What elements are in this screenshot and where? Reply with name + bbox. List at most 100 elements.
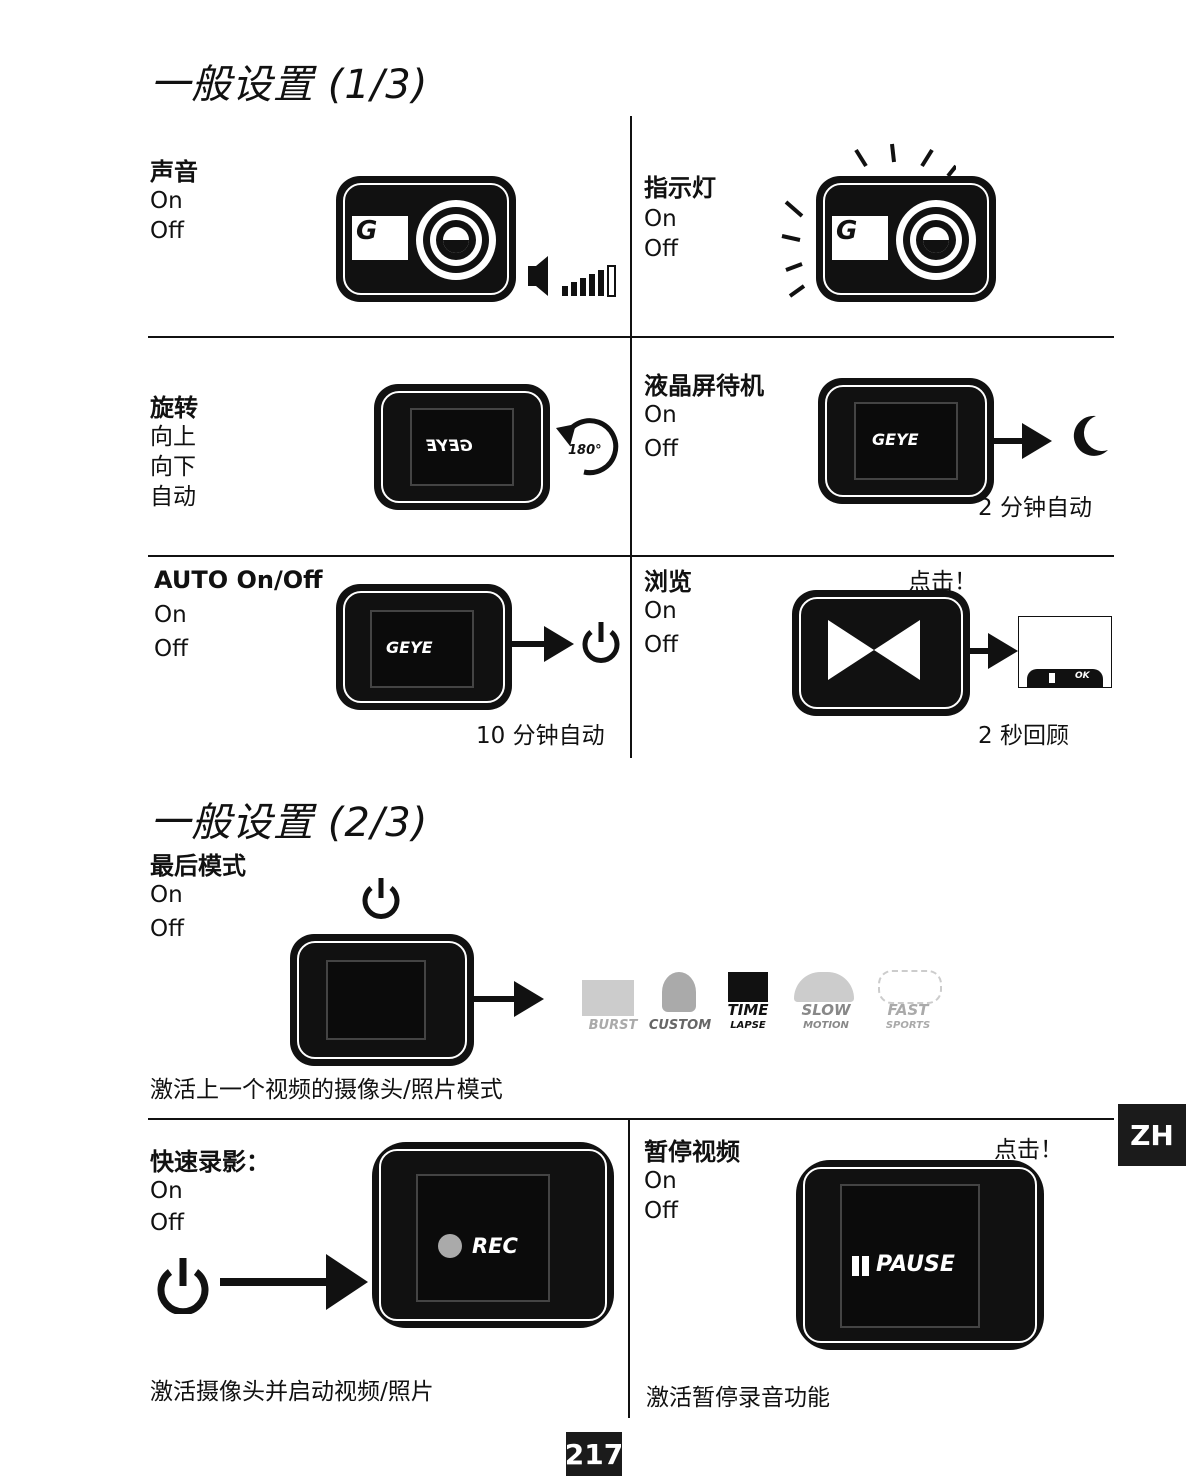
- camera-screen: [820, 612, 928, 694]
- auto-off-note: 10 分钟自动: [476, 716, 605, 750]
- camera-front-sound: G: [336, 176, 516, 302]
- pause-bar-left-icon: [852, 1256, 859, 1276]
- camera-screen: GEYE: [854, 402, 958, 480]
- camera-screen: PAUSE: [840, 1184, 980, 1328]
- moon-icon: [1064, 412, 1110, 458]
- grid-divider-vertical-1: [630, 116, 632, 758]
- arrow-shaft: [994, 438, 1024, 444]
- last-mode-label: 最后模式: [150, 846, 246, 881]
- custom-camera-icon: [662, 972, 696, 1012]
- quick-rec-label: 快速录影：: [150, 1142, 270, 1177]
- pause-bar-right-icon: [862, 1256, 869, 1276]
- rec-dot-icon: [438, 1234, 462, 1258]
- sound-off: Off: [150, 216, 184, 246]
- camera-back-browse: [792, 590, 970, 716]
- arrow-right-icon: [326, 1254, 368, 1310]
- x-cross-icon: [822, 614, 926, 692]
- sound-on: On: [150, 186, 183, 216]
- indicator-label: 指示灯: [644, 168, 716, 203]
- screen-logo-mirrored: GEYE: [426, 436, 473, 455]
- sports-icon: [878, 970, 942, 1004]
- lcd-on: On: [644, 400, 677, 430]
- pause-off: Off: [644, 1196, 678, 1226]
- last-mode-on: On: [150, 880, 183, 910]
- browse-note: 2 秒回顾: [978, 716, 1069, 750]
- power-icon: [154, 1256, 212, 1314]
- screen-logo: GEYE: [386, 638, 433, 657]
- pause-text: PAUSE: [876, 1252, 955, 1277]
- grid-divider-row-1: [148, 336, 1114, 338]
- camera-back-pause: PAUSE: [796, 1160, 1044, 1350]
- lcd-off: Off: [644, 434, 678, 464]
- arrow-right-icon: [1022, 423, 1052, 459]
- screen-logo: GEYE: [872, 430, 919, 449]
- arrow-shaft: [970, 648, 990, 654]
- mode-custom: CUSTOM: [642, 1018, 718, 1033]
- arrow-shaft: [220, 1278, 330, 1286]
- pause-label: 暂停视频: [644, 1132, 740, 1167]
- rotation-label: 旋转: [150, 388, 198, 423]
- browse-off: Off: [644, 630, 678, 660]
- mode-burst: BURST: [578, 1018, 648, 1033]
- browse-on: On: [644, 596, 677, 626]
- section1-title: 一般设置 (1/3): [150, 52, 428, 110]
- playback-bar: OK: [1027, 669, 1103, 687]
- pause-tap: 点击！: [994, 1130, 1063, 1164]
- rotation-down: 向下: [150, 452, 196, 482]
- page-number: 217: [566, 1432, 622, 1476]
- burst-icon: [582, 980, 634, 1016]
- language-tab: ZH: [1118, 1104, 1186, 1166]
- auto-off-on: On: [154, 600, 187, 630]
- camera-screen: GEYE: [370, 610, 474, 688]
- auto-off-label: AUTO On/Off: [154, 566, 323, 594]
- camera-back-quick-rec: REC: [372, 1142, 614, 1328]
- quick-rec-off: Off: [150, 1208, 184, 1238]
- lcd-note: 2 分钟自动: [978, 488, 1092, 522]
- camera-front-indicator: G: [816, 176, 996, 302]
- playback-screen: OK: [1018, 616, 1112, 688]
- grid-divider-row-2: [148, 555, 1114, 557]
- arrow-shaft: [474, 996, 516, 1002]
- arrow-shaft: [512, 641, 546, 647]
- rotation-up: 向上: [150, 422, 196, 452]
- camera-back-auto-off: GEYE: [336, 584, 512, 710]
- power-icon: [580, 620, 622, 664]
- camera-screen: [326, 960, 426, 1040]
- sound-label: 声音: [150, 152, 198, 187]
- quick-rec-caption: 激活摄像头并启动视频/照片: [150, 1372, 434, 1406]
- camera-screen: GEYE: [410, 408, 514, 486]
- camera-back-last-mode: [290, 934, 474, 1066]
- ok-label: OK: [1075, 671, 1090, 681]
- camera-back-rotation: GEYE: [374, 384, 550, 510]
- trash-icon: [1049, 673, 1055, 683]
- grid-divider-row-3: [148, 1118, 1114, 1120]
- brand-logo-icon: G: [352, 216, 408, 246]
- power-icon: [360, 876, 402, 920]
- brand-logo-plate: G: [832, 216, 888, 260]
- brand-logo-icon: G: [832, 216, 888, 246]
- rotation-auto: 自动: [150, 482, 196, 512]
- rec-text: REC: [472, 1234, 518, 1258]
- indicator-on: On: [644, 204, 677, 234]
- pause-on: On: [644, 1166, 677, 1196]
- indicator-off: Off: [644, 234, 678, 264]
- last-mode-off: Off: [150, 914, 184, 944]
- arrow-right-icon: [544, 626, 574, 662]
- speaker-volume-icon: [526, 254, 624, 298]
- auto-off-off: Off: [154, 634, 188, 664]
- pause-caption: 激活暂停录音功能: [646, 1378, 830, 1412]
- arrow-right-icon: [988, 633, 1018, 669]
- lens-icon: [892, 196, 980, 284]
- quick-rec-on: On: [150, 1176, 183, 1206]
- timelapse-icon: [728, 972, 768, 1002]
- camera-back-lcd: GEYE: [818, 378, 994, 504]
- lcd-label: 液晶屏待机: [644, 366, 764, 401]
- grid-divider-vertical-2: [628, 1118, 630, 1418]
- camera-screen: REC: [416, 1174, 550, 1302]
- snail-icon: [794, 972, 854, 1002]
- brand-logo-plate: G: [352, 216, 408, 260]
- last-mode-caption: 激活上一个视频的摄像头/照片模式: [150, 1070, 503, 1104]
